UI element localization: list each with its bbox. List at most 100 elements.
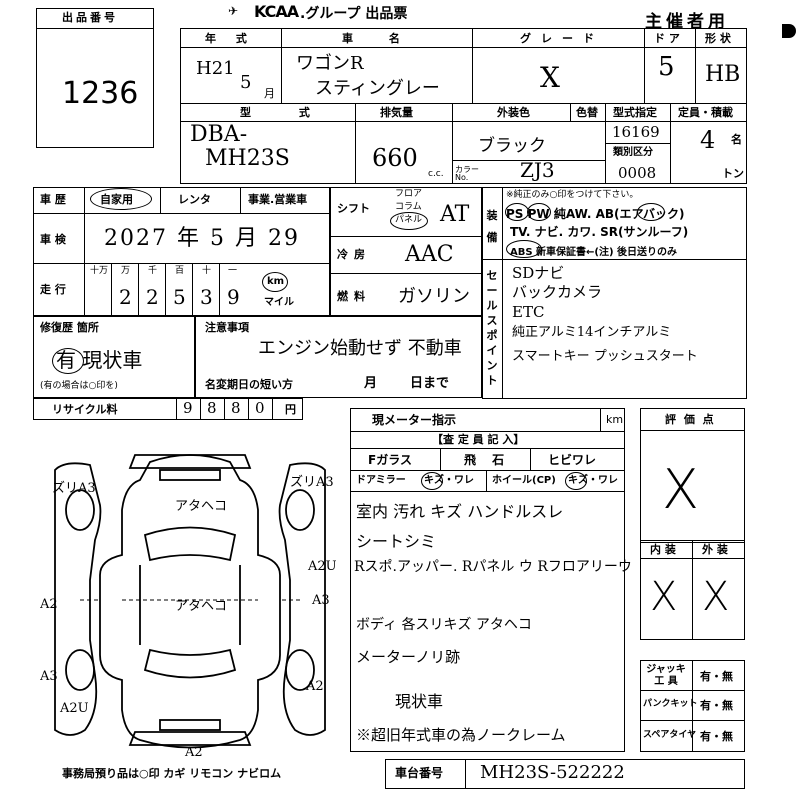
inspector-footer-1: 現状車 (395, 692, 444, 711)
abs-circle (506, 240, 542, 258)
inspector-title: 【査 定 員 記 入】 (432, 433, 525, 446)
header-title: .グループ 出品票 (300, 6, 408, 22)
vehicle-info-table (180, 28, 747, 184)
shift-panel-circle (390, 212, 428, 230)
mark-a2-left: A2 (40, 597, 58, 612)
ab-circle (637, 203, 665, 221)
repair-box (33, 316, 195, 398)
mileage-digits: 十万 万 千 百 十 一 2 2 5 3 9 (84, 263, 244, 316)
inspection-value: 2027 年 5 月 29 (104, 226, 300, 251)
for-host-label: 主催者用 (645, 12, 729, 32)
class-value: 0008 (618, 164, 657, 182)
puncture-value: 有・無 (700, 699, 733, 712)
aircon-value: AAC (405, 242, 454, 267)
exterior-label: 外 装 (702, 543, 728, 556)
capacity-label: 定員・積載 (678, 106, 733, 119)
selling-point-4: 純正アルミ14インチアルミ (512, 325, 672, 340)
color-change-label: 色替 (576, 106, 598, 119)
notes-value: エンジン始動せず 不動車 (258, 338, 462, 359)
shape-label: 形 状 (705, 32, 731, 45)
year-label: 年 式 (205, 32, 255, 45)
color-label: 外装色 (497, 106, 530, 119)
mile-label: マイル (264, 297, 294, 308)
glass-label: Fガラス (368, 453, 412, 467)
spare-value: 有・無 (700, 730, 733, 743)
mark-atahe-roof: アタヘコ (175, 599, 227, 614)
jack-value: 有・無 (700, 670, 733, 683)
notes-box (195, 316, 482, 398)
color-no-value: ZJ3 (520, 158, 555, 182)
office-text: 事務局預り品は○印 カギ リモコン ナビロム (62, 767, 282, 780)
fuel-value: ガソリン (398, 286, 470, 307)
chassis-label: 車台番号 (395, 766, 444, 780)
history-option-business: 事業.営業車 (248, 193, 308, 206)
rename-month: 月 (364, 376, 378, 391)
fuel-label: 燃料 (337, 290, 371, 303)
history-box (33, 187, 330, 316)
equipment-line3: ABS 新車保証書←(注) 後日送りのみ (510, 247, 678, 258)
chassis-value: MH23S-522222 (480, 762, 625, 783)
recycle-unit: 円 (285, 403, 296, 416)
meter-unit: km (606, 413, 624, 426)
grade-label: グレード (520, 32, 604, 45)
grade-value: X (540, 61, 560, 94)
crack-label: ヒビワレ (548, 453, 597, 467)
mark-a3-left: A3 (40, 669, 58, 684)
history-option-rental: レンタ (178, 193, 211, 206)
load-unit: トン (722, 167, 744, 180)
shape-value: HB (705, 62, 741, 87)
mirror-value: キズ・ワレ (424, 475, 474, 486)
mark-a2-rear: A2 (184, 745, 203, 760)
selling-point-3: ETC (512, 303, 545, 321)
header-logo-mark: ✈ (228, 4, 239, 18)
capacity-unit: 名 (731, 133, 742, 146)
history-option-private-circle (90, 188, 152, 210)
notes-label: 注意事項 (205, 321, 249, 334)
displacement-value: 660 (372, 144, 418, 172)
mark-zuri-a3-left: ズリA3 (52, 480, 96, 496)
type-cert-label: 型式指定 (613, 106, 657, 119)
mark-zuri-a3-right: ズリA3 (290, 474, 334, 490)
selling-point-2: バックカメラ (512, 283, 603, 301)
shift-option-floor: フロア (395, 189, 423, 199)
mark-a2u-right: A2U (307, 559, 337, 574)
exterior-value: X (702, 574, 730, 620)
door-label: ド ア (654, 32, 680, 45)
inspector-note-3: Rスポ.アッパー. Rパネル ウ Rフロアリーウ (354, 559, 632, 575)
displacement-unit: c.c. (428, 169, 444, 179)
year-value: H21 (196, 58, 235, 79)
mark-a2u-left: A2U (59, 701, 89, 716)
inspector-footer-2: ※超旧年式車の為ノークレーム (356, 726, 566, 744)
class-label: 類別区分 (613, 147, 653, 158)
wheel-circle (565, 472, 587, 490)
type-cert-value: 16169 (612, 123, 660, 141)
rating-value: X (662, 458, 699, 521)
recycle-label: リサイクル料 (52, 403, 118, 416)
inspector-note-2: シートシミ (356, 532, 437, 551)
rename-day: 日まで (410, 376, 450, 391)
car-damage-diagram: A2 A2 ズリA3 ズリA3 A2U A3 A2 A3 A2U A2 A2 ア… (40, 440, 337, 760)
rating-label: 評 価 点 (665, 413, 716, 426)
wheel-label: ホイール(CP) (492, 475, 556, 486)
mirror-label: ドアミラー (356, 475, 406, 486)
mark-a2-right-rear: A2 (305, 679, 324, 694)
inspector-note-5: メーターノリ跡 (356, 648, 461, 666)
name-line2: スティングレー (315, 78, 440, 99)
selling-point-5: スマートキー プッシュスタート (512, 349, 698, 364)
model-line2: MH23S (205, 146, 290, 171)
month-value: 5 (240, 72, 252, 93)
corner-mark (782, 24, 796, 38)
equipment-label: 装備 (486, 209, 498, 244)
repair-label: 修復歴 箇所 (40, 321, 99, 334)
puncture-label: パンクキット (643, 699, 698, 709)
mirror-circle (421, 472, 443, 490)
inspector-note-4: ボディ 各スリキズ アタヘコ (356, 617, 532, 633)
shift-box (330, 187, 482, 316)
mark-a2-front-left: A2 (149, 440, 168, 444)
name-label: 車 名 (342, 32, 416, 45)
repair-note: (有の場合は○印を) (40, 381, 118, 391)
inspection-label: 車 検 (40, 233, 66, 246)
mark-a3-right: A3 (311, 593, 330, 608)
name-line1: ワゴンR (296, 53, 364, 74)
history-label: 車 歴 (40, 193, 66, 206)
